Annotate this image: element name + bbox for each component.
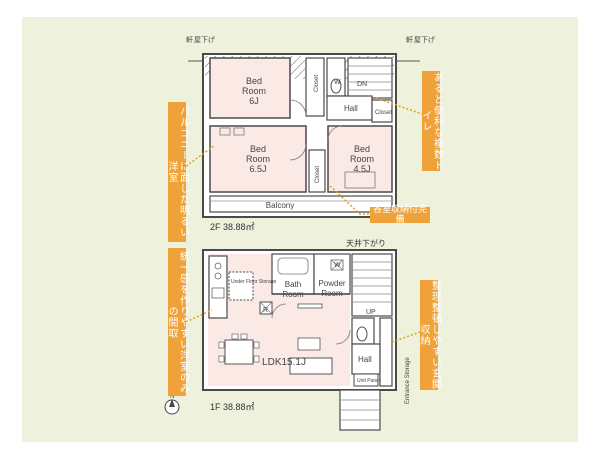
under-floor-label: Under Floor Storage: [231, 279, 277, 285]
leader-storage: [329, 185, 370, 215]
callout-storage: 各室収納付完備: [370, 205, 430, 225]
up-label: UP: [366, 309, 376, 316]
leader-ldk: [185, 309, 213, 323]
dining-table: [224, 339, 254, 365]
entrance-storage: [379, 317, 393, 387]
balcony-label: Balcony: [266, 201, 294, 210]
closet-2f-3-label: Closet: [375, 110, 392, 116]
stairs-1f: [351, 253, 393, 317]
closet-2f-2-label: Closet: [315, 166, 321, 183]
toilet-2f-icon: [330, 78, 342, 94]
bed3-line2: Room: [350, 154, 374, 164]
wc-label: W: [334, 79, 341, 86]
unit-panel-label: Unit Panel: [357, 378, 380, 384]
balcony: [209, 195, 393, 213]
closet-2f-1-label: Closet: [314, 75, 320, 92]
unit-panel: [353, 373, 379, 387]
powder-line2: Room: [321, 289, 343, 298]
bed3-size: 4.5J: [353, 164, 370, 174]
bedroom-6j: [209, 57, 291, 119]
entrance-storage-label: Entrance Storage: [405, 357, 411, 404]
powder-line1: Powder: [318, 279, 345, 288]
eave-label-right: 軒: [406, 36, 413, 44]
dn-label: DN: [357, 81, 367, 88]
floor-1-area: 1F 38.88㎡: [210, 402, 255, 412]
floor-1-plan: N Under Floor Storage R Bath Room Powder…: [164, 249, 411, 431]
toilet-1f-icon: [356, 326, 368, 342]
floor-2-area: 2F 38.88㎡: [210, 222, 255, 232]
eave-label-left: 軒: [186, 36, 193, 44]
north-label: N: [170, 394, 174, 400]
callout-toilet: あると便利な複数トイレ: [420, 71, 443, 171]
bath-line1: Bath: [285, 280, 301, 289]
callout-ldk-layout: 統一感を作りやすい洋室のみの間取: [166, 248, 189, 396]
under-floor-storage: [228, 271, 254, 301]
hall-2f: [326, 95, 373, 121]
hall-1f-label: Hall: [358, 355, 372, 364]
washer-label: W: [334, 262, 341, 269]
bath-line2: Room: [282, 290, 304, 299]
bed3-line1: Bed: [354, 144, 370, 154]
eave-label-left-2: 屋下げ: [194, 35, 215, 44]
coffee-table: [297, 337, 321, 351]
ldk-label: LDK15.1J: [262, 357, 306, 368]
bed2-size: 6.5J: [249, 164, 266, 174]
eave-label-right-2: 屋下げ: [414, 35, 435, 44]
stairs-2f: [347, 57, 393, 99]
north-arrow-icon: [164, 399, 180, 415]
refrigerator-label: R: [263, 307, 268, 314]
callout-balcony-room: バルコニーに面した明るい洋室: [166, 102, 189, 242]
hall-2f-label: Hall: [344, 104, 358, 113]
bed1-line2: Room: [242, 86, 266, 96]
bedroom-6-5j: [209, 125, 307, 193]
closet-2f-1: [305, 57, 325, 117]
leader-toilet: [375, 97, 423, 115]
bed1-size: 6J: [249, 96, 259, 106]
bed1-line1: Bed: [246, 76, 262, 86]
kitchen-counter: [208, 255, 228, 319]
bed2-line2: Room: [246, 154, 270, 164]
closet-2f-2: [308, 149, 326, 193]
floor-2-plan: 軒 屋下げ 軒 屋下げ Bed Room 6J Bed Room 6.5J Be…: [186, 35, 435, 218]
leader-balcony-room: [185, 145, 215, 167]
bed2-line1: Bed: [250, 144, 266, 154]
bedroom-4-5j: [327, 125, 393, 193]
sofa: [289, 357, 333, 375]
leader-entrance: [391, 331, 421, 343]
callout-leaders: [185, 97, 423, 343]
closet-2f-3: [371, 99, 393, 123]
callout-entrance: 整理整頓しやすい玄関収納: [418, 280, 441, 390]
ceiling-note: 天井下がり: [346, 239, 386, 248]
